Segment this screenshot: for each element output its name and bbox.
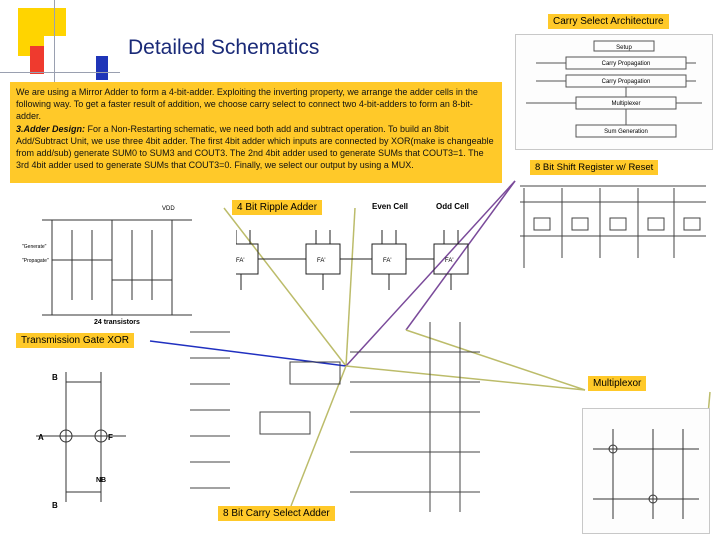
ripple-adder-diagram: Even Cell Odd Cell FA' FA' FA' FA' xyxy=(236,202,469,290)
label-shift-register: 8 Bit Shift Register w/ Reset xyxy=(530,160,659,175)
generate-text: "Generate" xyxy=(22,244,47,250)
odd-cell-text: Odd Cell xyxy=(436,202,469,211)
description-paragraph-1: We are using a Mirror Adder to form a 4-… xyxy=(16,87,478,122)
label-ripple-adder: 4 Bit Ripple Adder xyxy=(232,200,323,215)
vdd-text: VDD xyxy=(162,206,175,212)
connector-center-to-csa xyxy=(290,365,347,507)
svg-text:NB: NB xyxy=(96,477,106,484)
label-carry-select-adder: 8 Bit Carry Select Adder xyxy=(218,506,335,521)
fa-text-2: FA' xyxy=(317,258,325,264)
description-box: We are using a Mirror Adder to form a 4-… xyxy=(10,82,502,183)
label-multiplexor: Multiplexor xyxy=(588,376,647,391)
sum-generation-text: Sum Generation xyxy=(604,129,648,135)
label-transmission-gate-xor: Transmission Gate XOR xyxy=(16,333,134,348)
multiplexor-schematic xyxy=(582,408,710,534)
connector-shift-to-center xyxy=(345,180,516,367)
transmission-gate-xor-schematic: B A F NB B xyxy=(36,372,126,510)
carry-select-architecture-diagram: Setup Carry Propagation Carry Propagatio… xyxy=(515,34,713,150)
svg-text:F: F xyxy=(108,433,113,442)
multiplexer-text: Multiplexer xyxy=(611,101,640,107)
carry-select-adder-schematic xyxy=(190,322,480,512)
decorative-horizontal-line xyxy=(0,72,120,73)
connector-mux-to-board xyxy=(405,329,586,391)
even-cell-text: Even Cell xyxy=(372,202,408,211)
decorative-white-square xyxy=(44,36,96,82)
connector-ripple-right-to-center xyxy=(345,207,356,367)
description-heading: 3.Adder Design: xyxy=(16,123,86,134)
page-title: Detailed Schematics xyxy=(128,36,320,59)
svg-text:B: B xyxy=(52,501,58,510)
setup-text: Setup xyxy=(616,45,632,51)
decorative-vertical-line xyxy=(54,0,55,96)
mirror-adder-schematic: VDD "Generate" "Propagate" 24 transistor… xyxy=(22,206,192,326)
svg-text:A: A xyxy=(38,433,44,442)
connector-shift-to-board xyxy=(405,180,516,331)
fa-text-3: FA' xyxy=(383,258,391,264)
transistors-text: 24 transistors xyxy=(94,319,140,326)
shift-register-schematic xyxy=(520,185,706,268)
carry-propagation-text-2: Carry Propagation xyxy=(602,79,651,85)
carry-propagation-text-1: Carry Propagation xyxy=(602,61,651,67)
label-carry-select-architecture: Carry Select Architecture xyxy=(548,14,669,29)
fa-text-4: FA' xyxy=(445,258,453,264)
connector-ripple-to-center xyxy=(223,207,347,367)
description-paragraph-2: For a Non-Restarting schematic, we need … xyxy=(16,123,494,171)
fa-text-1: FA' xyxy=(236,258,244,264)
svg-text:B: B xyxy=(52,373,58,382)
propagate-text: "Propagate" xyxy=(22,258,49,264)
connector-mux-to-center xyxy=(345,365,586,391)
